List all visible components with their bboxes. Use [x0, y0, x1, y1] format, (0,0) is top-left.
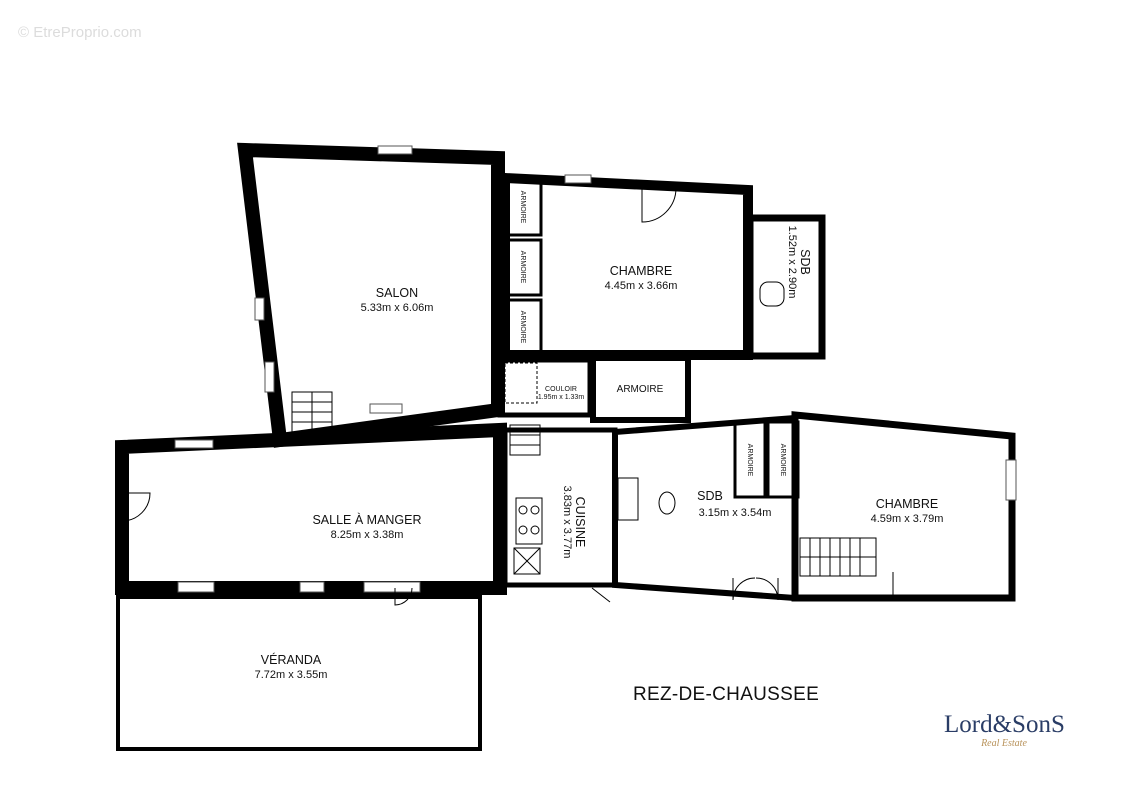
door [591, 587, 611, 603]
armoire-small-label: ARMOIRE [519, 311, 526, 344]
room-dims-salle: 8.25m x 3.38m [331, 529, 404, 541]
room-name-cuisine: CUISINE [573, 497, 587, 548]
window [369, 403, 403, 414]
room-name-veranda: VÉRANDA [261, 652, 322, 667]
room-dims-cuisine: 3.83m x 3.77m [561, 486, 573, 559]
room-name-salle: SALLE À MANGER [312, 512, 421, 527]
armoire-box-1 [503, 178, 543, 237]
door [755, 577, 779, 601]
armoire-small-label: ARMOIRE [779, 444, 786, 477]
room-dims-sdb1: 1.52m x 2.90m [786, 226, 798, 299]
armoire-big-walls [590, 355, 691, 423]
room-name-salon: SALON [376, 286, 418, 300]
salon-walls [237, 142, 505, 448]
door [892, 572, 922, 601]
room-dims-chambre1: 4.45m x 3.66m [605, 280, 678, 292]
room-name-chambre1: CHAMBRE [610, 264, 673, 278]
toilet [658, 491, 676, 515]
doors [121, 187, 922, 606]
door [641, 187, 677, 223]
room-name-sdb2: SDB [697, 489, 723, 503]
watermark: © EtreProprio.com [18, 24, 142, 41]
window [377, 145, 413, 155]
room-dims-couloir: 1.95m x 1.33m [538, 394, 584, 401]
veranda-walls [116, 595, 482, 751]
window [299, 581, 325, 593]
armoire-small-label: ARMOIRE [519, 191, 526, 224]
room-name-sdb1: SDB [798, 249, 812, 275]
sdb1-walls [746, 214, 826, 360]
window [564, 174, 592, 184]
window [363, 581, 421, 593]
room-dims-chambre2: 4.59m x 3.79m [871, 513, 944, 525]
window [177, 581, 215, 593]
chambre2-walls [791, 411, 1016, 602]
window [174, 439, 214, 449]
cuisine-walls [502, 427, 618, 588]
sink [617, 477, 639, 521]
room-labels: SALON 5.33m x 6.06m CHAMBRE 4.45m x 3.66… [255, 191, 944, 681]
room-dims-veranda: 7.72m x 3.55m [255, 669, 328, 681]
bathtub [759, 281, 785, 307]
brand-logo: Lord&SonS Real Estate [944, 711, 1065, 750]
brand-tagline: Real Estate [981, 738, 1027, 749]
room-dims-salon: 5.33m x 6.06m [361, 302, 434, 314]
armoire-box-4 [733, 420, 767, 499]
armoire-column [503, 178, 800, 499]
door [394, 587, 413, 606]
walls [115, 142, 1016, 751]
floor-title: REZ-DE-CHAUSSEE [633, 684, 820, 705]
door [732, 577, 756, 601]
window [254, 297, 265, 321]
fixtures [513, 281, 785, 575]
stair-cuisine [509, 424, 541, 456]
window [264, 361, 275, 393]
windows [174, 145, 1017, 593]
armoire-box-3 [503, 298, 543, 357]
armoire-box-5 [766, 420, 800, 499]
room-name-chambre2: CHAMBRE [876, 497, 939, 511]
brand-name: Lord&SonS [944, 711, 1065, 738]
stove [515, 497, 543, 545]
window [1005, 459, 1017, 501]
room-name-armoire-big: ARMOIRE [617, 384, 664, 395]
armoire-small-label: ARMOIRE [746, 444, 753, 477]
armoire-box-2 [503, 238, 543, 297]
door [121, 492, 151, 522]
salle-walls [115, 422, 507, 595]
armoire-small-label: ARMOIRE [519, 251, 526, 284]
couloir-stair [504, 362, 538, 404]
stairs [291, 391, 877, 577]
room-dims-sdb2: 3.15m x 3.54m [699, 507, 772, 519]
washer [513, 547, 541, 575]
room-name-couloir: COULOIR [545, 386, 577, 393]
couloir-area [497, 355, 691, 423]
